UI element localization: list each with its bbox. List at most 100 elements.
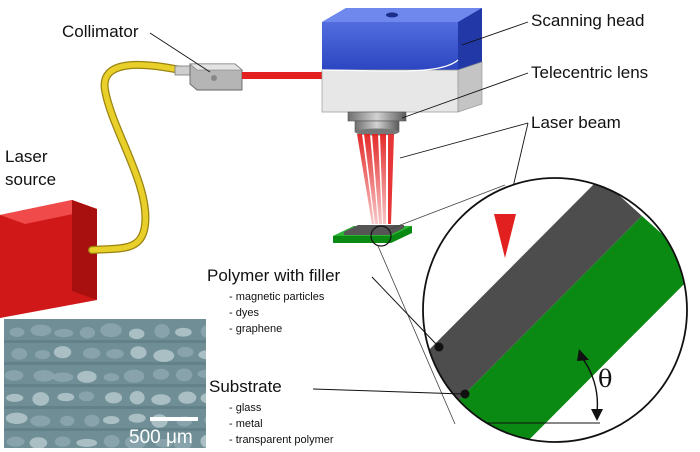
laser-source-box <box>0 200 97 318</box>
polymer-leader <box>371 276 438 346</box>
micrograph-feature <box>54 328 74 338</box>
micrograph-feature <box>29 437 48 448</box>
substrate-label: Substrate <box>209 377 282 396</box>
optical-fiber-core <box>89 62 183 253</box>
micrograph-stripe <box>4 362 206 365</box>
substrate-material-item: - glass <box>229 402 262 414</box>
scanning-head-label: Scanning head <box>531 11 644 30</box>
scanning-head <box>321 8 483 113</box>
laser-source-label: Laser <box>5 147 48 166</box>
micrograph-feature <box>6 436 25 447</box>
micrograph-feature <box>52 372 74 382</box>
micrograph-feature <box>77 370 97 383</box>
micrograph-feature <box>32 392 50 406</box>
collimator-leader <box>149 32 211 73</box>
micrograph-feature <box>102 416 120 425</box>
angle-arrow-top <box>577 349 589 361</box>
angle-theta-label: θ <box>598 365 612 393</box>
scanning-head-leader <box>461 21 529 46</box>
micrograph-stripe <box>4 406 206 409</box>
micrograph-feature <box>106 349 124 359</box>
micrograph-feature <box>175 368 193 382</box>
laser-beam-horizontal <box>242 72 326 79</box>
telecentric-lens-label: Telecentric lens <box>531 63 648 82</box>
micrograph-feature <box>103 373 120 382</box>
micrograph-feature <box>33 370 55 382</box>
micrograph-feature <box>4 370 24 381</box>
magnified-view <box>422 177 688 443</box>
substrate-layer-magnified <box>437 216 687 442</box>
substrate-leader <box>312 388 464 395</box>
micrograph-feature <box>35 349 51 360</box>
micrograph-feature <box>200 324 206 338</box>
micrograph-feature <box>130 346 147 359</box>
micrograph-stripe <box>4 384 206 387</box>
micrograph-feature <box>129 390 145 405</box>
micrograph-feature <box>204 417 206 424</box>
micrograph-feature <box>76 438 98 448</box>
micrograph-feature <box>5 393 24 402</box>
micrograph-feature <box>178 391 197 404</box>
micrograph-feature <box>105 392 123 404</box>
scale-bar <box>150 417 198 421</box>
polymer-with-filler-label: Polymer with filler <box>207 266 341 285</box>
substrate-leader-dot <box>460 389 470 399</box>
micrograph-feature <box>53 346 72 359</box>
polymer-filler-item: - magnetic particles <box>229 291 325 303</box>
micrograph-feature <box>5 412 28 424</box>
micrograph-feature <box>175 327 192 337</box>
angle-arrow-bottom <box>591 409 603 421</box>
micrograph-feature <box>128 413 146 423</box>
micrograph-feature <box>84 414 100 427</box>
micrograph-feature <box>177 347 194 358</box>
micrograph-feature <box>154 324 170 339</box>
micrograph-feature <box>152 368 170 380</box>
micrograph-feature <box>123 369 145 383</box>
zoom-connector-top <box>389 184 506 230</box>
micrograph-feature <box>60 415 75 426</box>
micrograph-feature <box>200 434 206 448</box>
polymer-leader-dot <box>434 342 444 352</box>
micrograph-feature <box>57 392 75 402</box>
micrograph-feature <box>100 323 122 338</box>
micrograph-feature <box>200 393 206 404</box>
micrograph-feature <box>153 349 175 362</box>
micrograph-feature <box>197 369 206 379</box>
focused-laser-beam <box>494 214 516 258</box>
collimator-body <box>189 63 243 91</box>
telecentric-lens <box>347 111 407 136</box>
micrograph-feature <box>54 436 71 447</box>
micrograph-feature <box>128 328 145 340</box>
micrograph-feature <box>78 391 95 402</box>
laser-beam-leader-1 <box>399 122 529 159</box>
micrograph-feature <box>11 348 28 360</box>
micrograph-feature <box>124 435 146 448</box>
substrate-material-item: - metal <box>229 418 263 430</box>
micrograph-stripe <box>4 428 206 431</box>
scale-bar-label: 500 μm <box>129 427 193 448</box>
telecentric-lens-leader <box>401 72 529 119</box>
micrograph-inset: 500 μm <box>4 319 206 448</box>
micrograph-feature <box>198 350 206 360</box>
substrate-material-item: - transparent polymer <box>229 434 334 446</box>
micrograph-feature <box>9 327 25 337</box>
micrograph-stripe <box>4 340 206 343</box>
micrograph-feature <box>103 435 120 448</box>
polymer-filler-item: - dyes <box>229 307 259 319</box>
collimator-label: Collimator <box>62 22 139 41</box>
zoom-connector-bottom <box>377 245 456 425</box>
scanned-laser-beams <box>357 134 394 224</box>
micrograph-feature <box>155 438 173 448</box>
micrograph-feature <box>79 327 96 339</box>
polymer-layer-magnified <box>423 178 642 422</box>
micrograph-feature <box>82 347 101 359</box>
micrograph-feature <box>173 436 193 448</box>
micrograph-feature <box>30 415 51 427</box>
micrograph-feature <box>30 324 52 337</box>
zoom-indicator-circle <box>370 225 392 247</box>
polymer-filler-item: - graphene <box>229 323 282 335</box>
micrograph-feature <box>151 394 171 406</box>
laser-source-label-line2: source <box>5 170 56 189</box>
laser-beam-label: Laser beam <box>531 113 621 132</box>
